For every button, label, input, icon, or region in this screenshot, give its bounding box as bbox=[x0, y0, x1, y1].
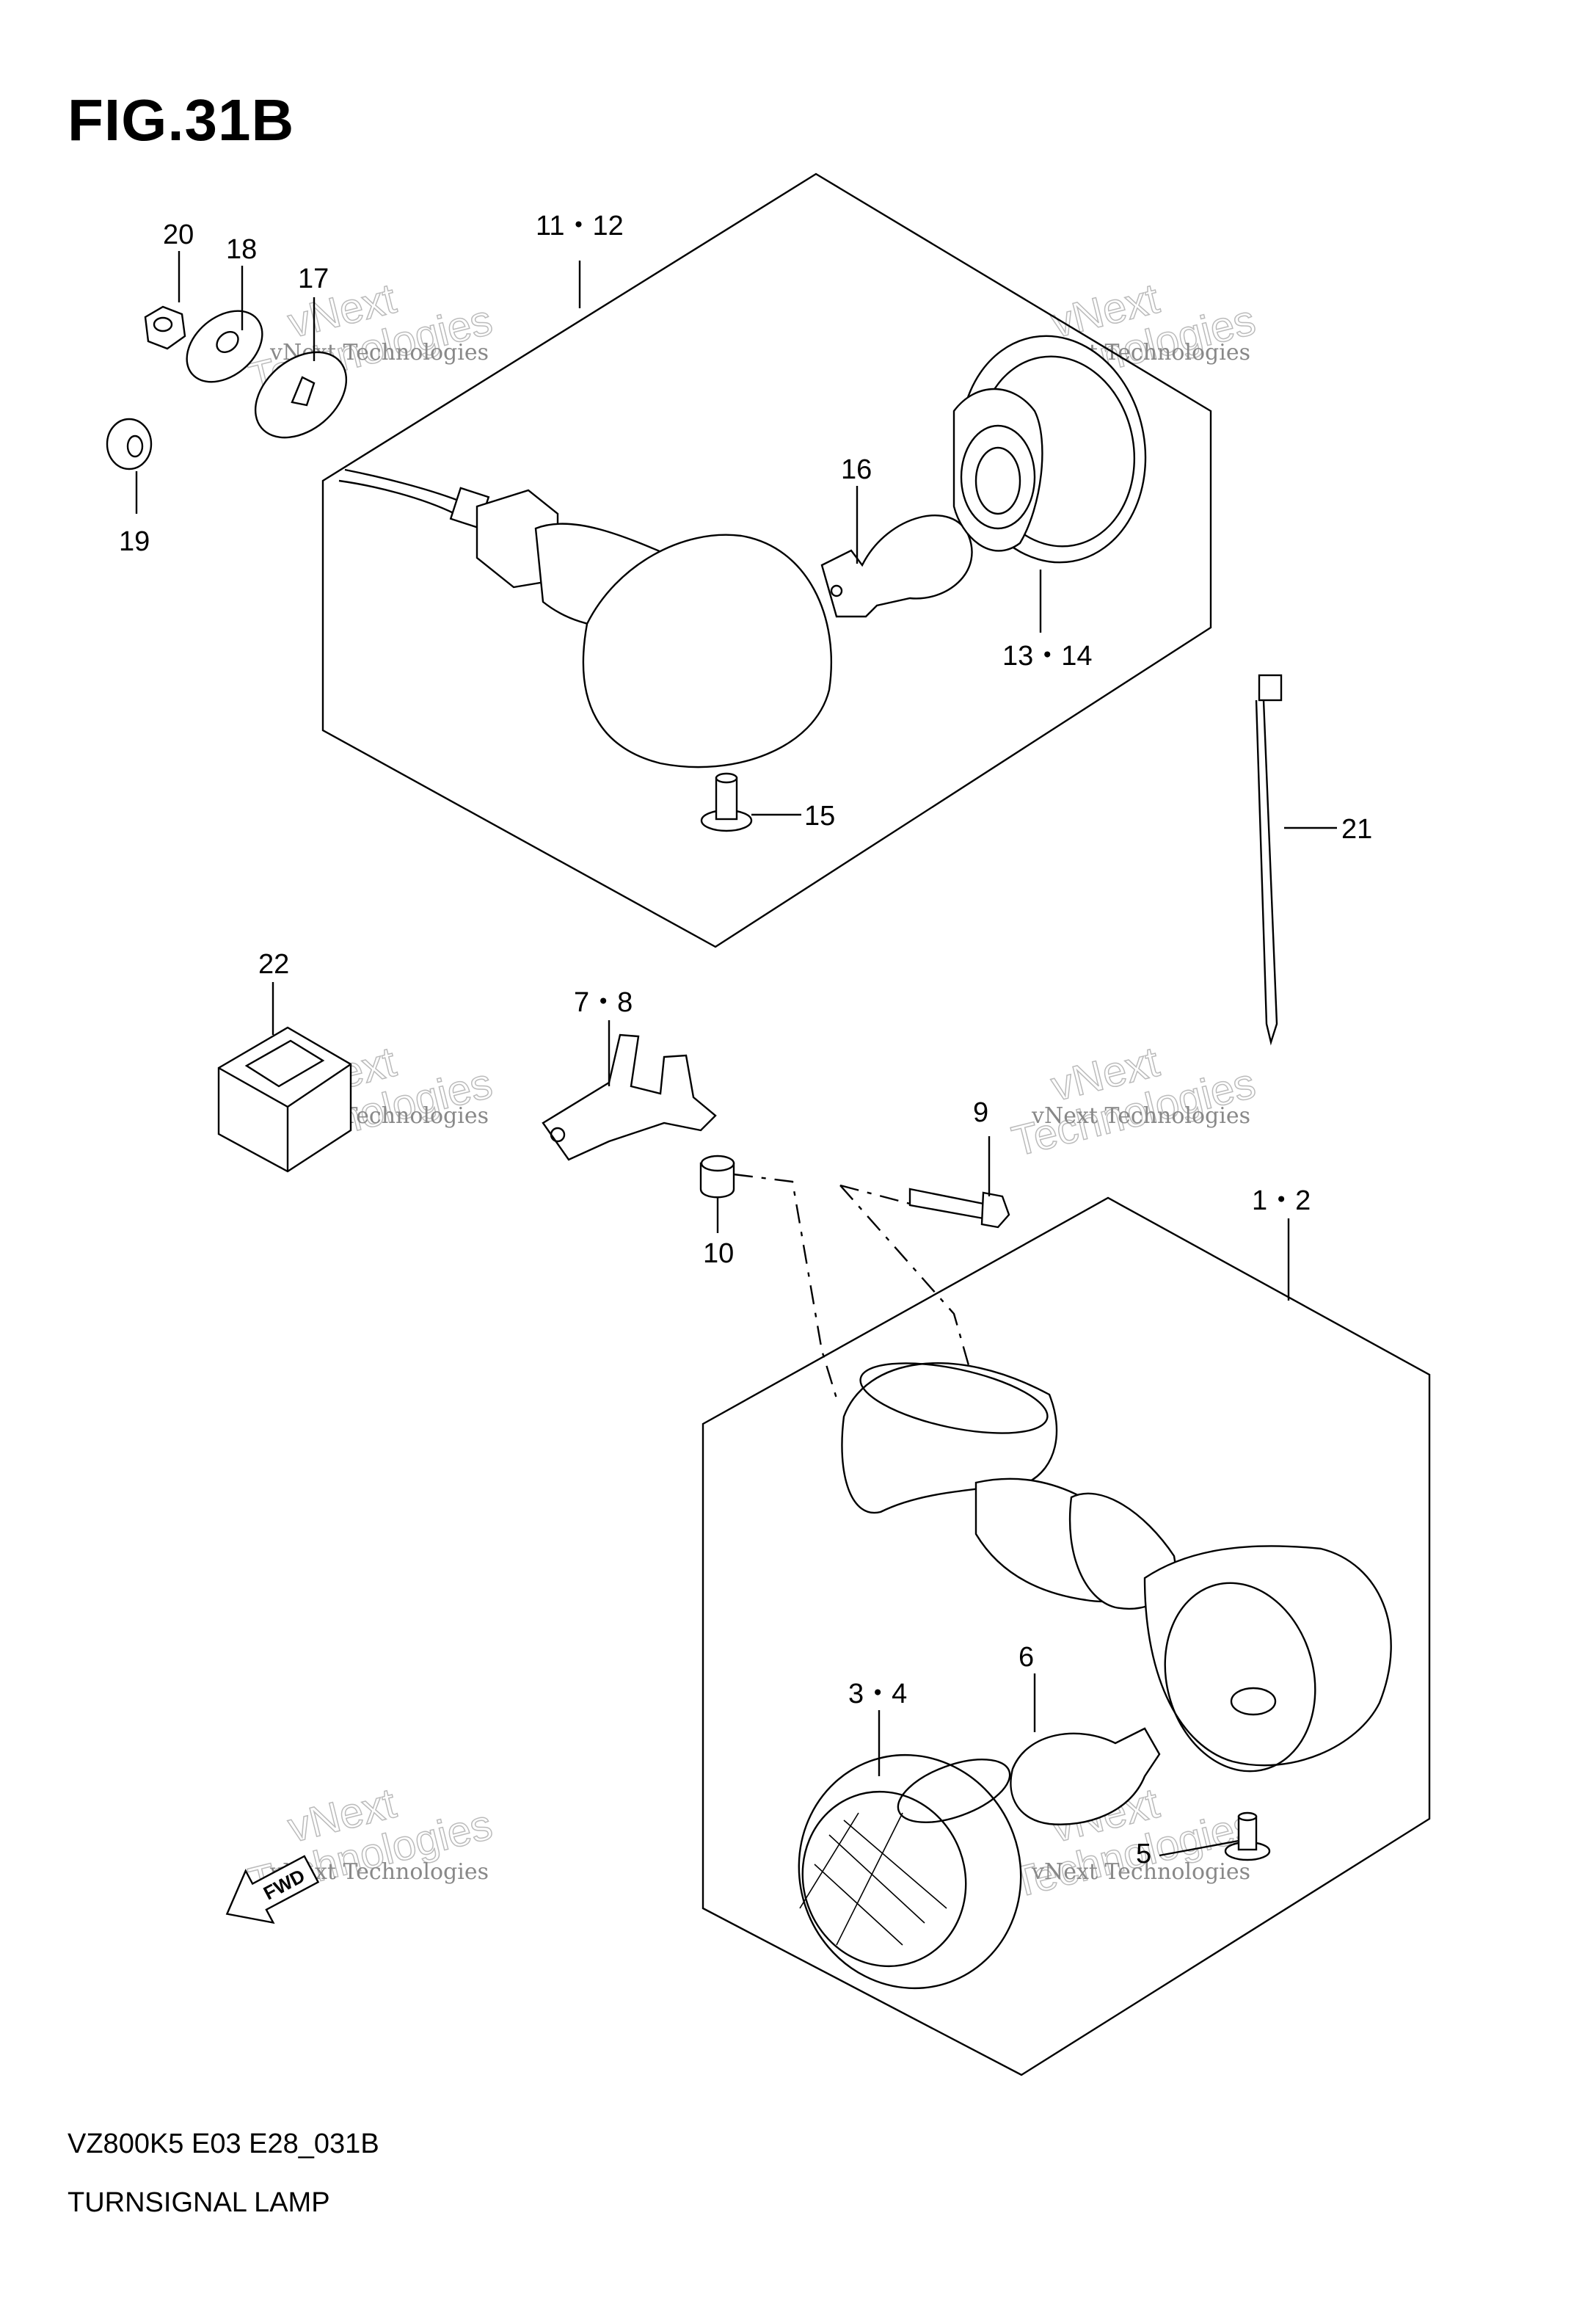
callout-9: 9 bbox=[973, 1097, 988, 1128]
screw-icon bbox=[1224, 1811, 1271, 1861]
nut-icon bbox=[144, 305, 186, 350]
callout-15: 15 bbox=[804, 801, 835, 832]
washer-icon bbox=[254, 351, 348, 439]
relay-icon bbox=[217, 1026, 352, 1173]
bulb-icon bbox=[1010, 1727, 1161, 1825]
callout-18: 18 bbox=[226, 234, 257, 265]
callout-5: 5 bbox=[1136, 1839, 1151, 1869]
grommet-icon bbox=[106, 418, 153, 470]
callout-19: 19 bbox=[119, 526, 150, 557]
lamp-housing-icon bbox=[841, 1362, 1392, 1773]
callout-20: 20 bbox=[163, 219, 194, 250]
washer-icon bbox=[186, 310, 263, 383]
figure-title: FIG.31B bbox=[68, 87, 295, 153]
front-lamp-assembly-box bbox=[702, 1196, 1431, 2076]
callout-labels: 20 18 17 19 11・12 16 13・14 15 21 22 7・8 … bbox=[119, 211, 1372, 1869]
assembly-guide-line bbox=[839, 1185, 970, 1366]
callout-10: 10 bbox=[703, 1238, 734, 1269]
callout-6: 6 bbox=[1019, 1642, 1034, 1673]
bracket-icon bbox=[542, 1033, 717, 1161]
assembly-guide-line bbox=[839, 1184, 911, 1205]
watermark-text: vNext Technologies bbox=[1031, 1859, 1250, 1885]
model-code: VZ800K5 E03 E28_031B bbox=[68, 2129, 379, 2159]
spacer-icon bbox=[699, 1155, 735, 1199]
callout-17: 17 bbox=[298, 263, 329, 294]
callout-21: 21 bbox=[1341, 814, 1372, 845]
watermark-text: vNext Technologies bbox=[1031, 1103, 1250, 1129]
callout-1-2: 1・2 bbox=[1252, 1185, 1311, 1216]
lens-icon bbox=[952, 335, 1147, 564]
assembly-guide-line bbox=[733, 1173, 838, 1399]
section-name: TURNSIGNAL LAMP bbox=[68, 2187, 330, 2218]
lens-icon bbox=[798, 1753, 1022, 1990]
callout-13-14: 13・14 bbox=[1002, 641, 1093, 672]
callout-22: 22 bbox=[258, 949, 289, 980]
screw-icon bbox=[700, 772, 753, 832]
fwd-arrow-icon: FWD bbox=[225, 1855, 320, 1924]
callout-11-12: 11・12 bbox=[536, 211, 624, 241]
callout-7-8: 7・8 bbox=[574, 987, 633, 1018]
leader-lines bbox=[135, 251, 1337, 1857]
rear-lamp-assembly-box bbox=[321, 172, 1212, 948]
lamp-housing-icon bbox=[338, 468, 832, 768]
callout-16: 16 bbox=[841, 454, 872, 485]
bulb-icon bbox=[820, 515, 973, 618]
bolt-icon bbox=[908, 1188, 1010, 1229]
cable-tie-icon bbox=[1255, 674, 1283, 1046]
callout-3-4: 3・4 bbox=[848, 1679, 907, 1709]
